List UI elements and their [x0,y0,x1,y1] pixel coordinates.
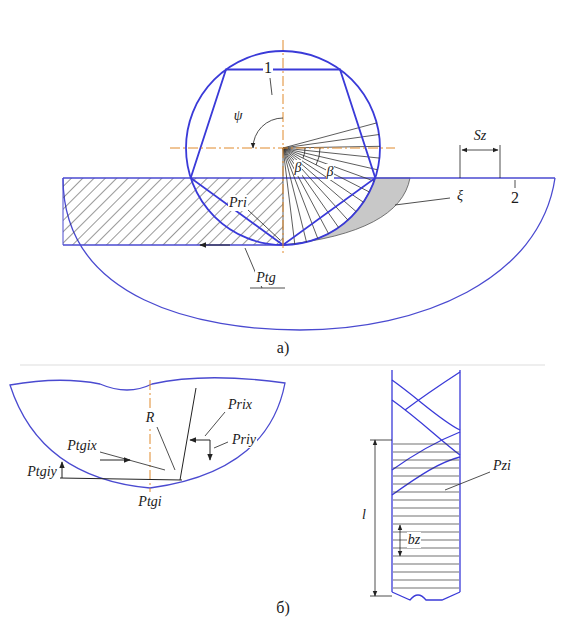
symbol-label: β [326,164,335,179]
symbol-label: R [145,410,156,425]
symbol-label: а) [276,339,290,357]
load-hatch [393,540,459,541]
load-hatch [393,588,459,589]
symbol-label: б) [275,599,290,617]
radial-line [283,148,363,202]
load-hatch [393,468,459,469]
radial-line [283,148,307,242]
symbol-label: bz [407,532,421,547]
load-hatch [393,460,459,461]
load-hatch [393,484,459,485]
symbol-label: Ptgi [137,494,162,509]
symbol-label: Ptgiy [26,464,58,479]
load-hatch [393,444,459,445]
load-hatch [393,500,459,501]
load-hatch [393,492,459,493]
load-hatch [393,452,459,453]
load-hatch [393,564,459,565]
radial-line [283,148,374,181]
symbol-label: Pri [228,195,248,210]
radial-line [283,123,377,148]
symbol-label: Ptg [255,270,276,285]
radial-line [283,148,356,212]
symbol-label: l [361,507,367,522]
load-hatch [393,532,459,533]
symbol-label: 1 [263,59,273,77]
symbol-label: Prix [227,397,253,412]
load-hatch [393,516,459,517]
load-hatch [393,556,459,557]
load-hatch [393,476,459,477]
load-hatch [393,524,459,525]
symbol-label: Ptgix [66,438,98,453]
symbol-label: Priy [231,432,257,447]
symbol-label: 2 [510,189,520,207]
load-hatch [393,580,459,581]
symbol-label: ξ [456,188,464,203]
load-hatch [393,508,459,509]
symbol-label: Sz [473,128,487,143]
symbol-label: β [294,160,303,175]
symbol-label: ψ [233,108,244,123]
symbol-label: Pzi [492,458,512,473]
load-hatch [393,572,459,573]
load-hatch [393,548,459,549]
radial-line [283,148,329,234]
